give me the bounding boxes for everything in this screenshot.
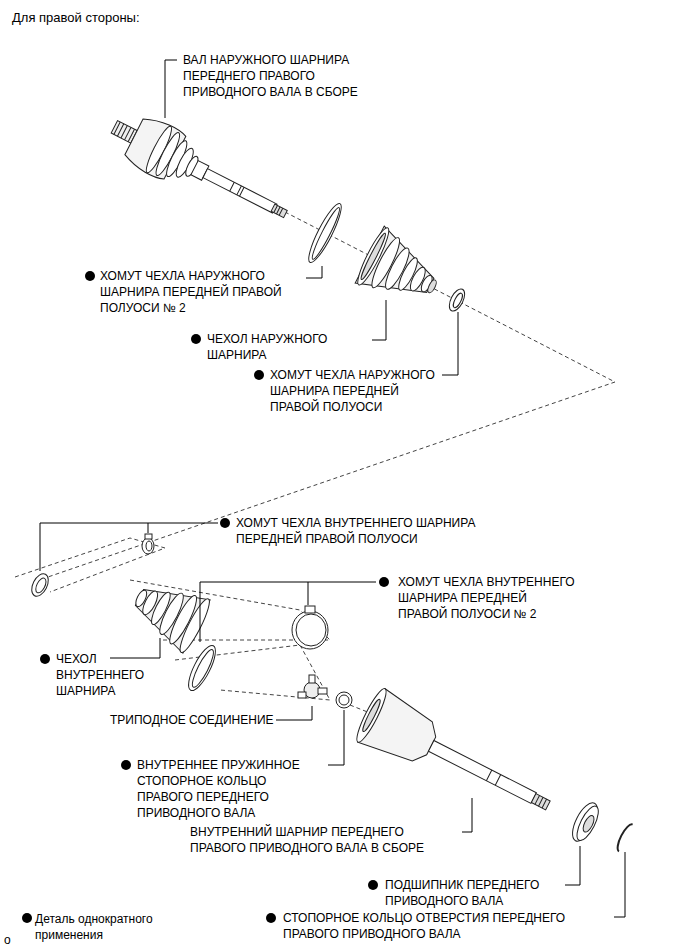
clamp-ring <box>184 642 221 694</box>
part-label: ВАЛ НАРУЖНОГО ШАРНИРА ПЕРЕДНЕГО ПРАВОГО … <box>183 52 388 100</box>
clamp-ring <box>304 200 346 265</box>
diagram-title: Для правой стороны: <box>12 10 140 26</box>
part-label: ХОМУТ ЧЕХЛА ВНУТРЕННЕГО ШАРНИРА ПЕРЕДНЕЙ… <box>398 574 578 622</box>
ear-clamp <box>292 606 328 649</box>
leader-line <box>40 60 625 917</box>
clamp-ring <box>28 571 51 599</box>
clamp-ring <box>446 287 468 314</box>
outer-joint-shaft <box>102 103 297 238</box>
part-label: ХОМУТ ЧЕХЛА ВНУТРЕННЕГО ШАРНИРА ПЕРЕДНЕЙ… <box>236 515 516 547</box>
legend-bullet <box>22 913 32 923</box>
axis-line <box>15 212 615 715</box>
ear-clamp <box>142 534 154 554</box>
circlip <box>615 822 633 851</box>
snap-ring <box>336 692 352 708</box>
part-label: ХОМУТ ЧЕХЛА НАРУЖНОГО ШАРНИРА ПЕРЕДНЕЙ П… <box>270 367 438 415</box>
bearing <box>567 799 603 845</box>
legend-text: Деталь однократного применения <box>35 911 175 943</box>
boot <box>353 225 449 316</box>
part-label: ВНУТРЕННИЙ ШАРНИР ПЕРЕДНЕГО ПРАВОГО ПРИВ… <box>190 824 462 856</box>
part-label: ЧЕХОЛ НАРУЖНОГО ШАРНИРА <box>207 331 357 363</box>
part-label: СТОПОРНОЕ КОЛЬЦО ОТВЕРСТИЯ ПЕРЕДНЕГО ПРА… <box>283 910 611 942</box>
tripod <box>298 675 327 698</box>
part-label: ВНУТРЕННЕЕ ПРУЖИННОЕ СТОПОРНОЕ КОЛЬЦО ПР… <box>137 757 325 821</box>
inner-joint <box>353 686 562 832</box>
part-label: ХОМУТ ЧЕХЛА НАРУЖНОГО ШАРНИРА ПЕРЕДНЕЙ П… <box>100 268 315 316</box>
part-label: ЧЕХОЛ ВНУТРЕННЕГО ШАРНИРА <box>56 651 164 699</box>
part-label: ПОДШИПНИК ПЕРЕДНЕГО ПРИВОДНОГО ВАЛА <box>385 877 563 909</box>
part-label: ТРИПОДНОЕ СОЕДИНЕНИЕ <box>110 712 274 728</box>
corner-mark: o <box>4 932 11 948</box>
